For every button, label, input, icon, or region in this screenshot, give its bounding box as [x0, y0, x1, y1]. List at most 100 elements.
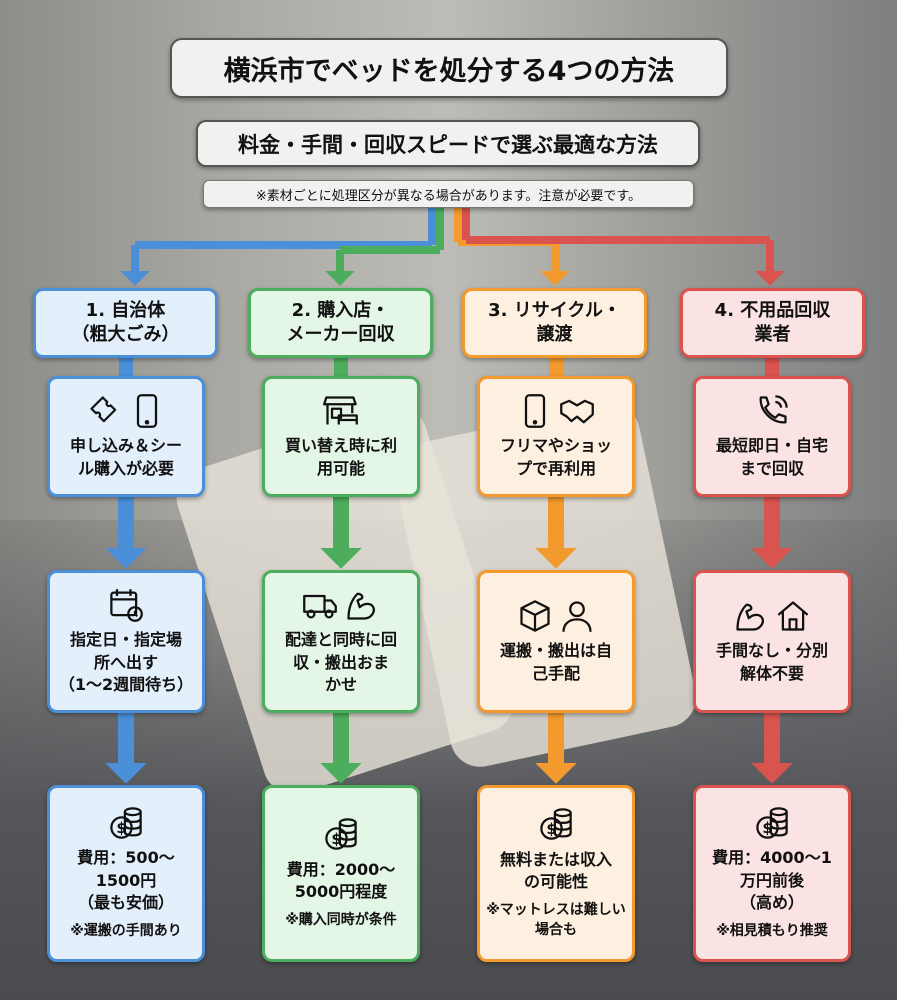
page-title: 横浜市でベッドを処分する4つの方法	[170, 38, 728, 98]
icon-row	[751, 393, 793, 435]
icon-row	[84, 393, 168, 435]
header-line: メーカー回収	[286, 324, 395, 345]
step-box: 配達と同時に回収・搬出おまかせ	[262, 570, 420, 713]
step-text: 申し込み＆シー	[69, 436, 182, 456]
icon-row: $	[105, 805, 147, 847]
step-text: 用可能	[316, 458, 365, 478]
step-text: フリマやショッ	[499, 436, 612, 456]
step-text: かせ	[324, 674, 357, 694]
coins-icon: $	[110, 807, 142, 839]
header-line: 2. 購入店・	[291, 299, 390, 321]
icon-row	[105, 587, 147, 629]
svg-text:$: $	[116, 820, 126, 837]
coins-icon: $	[540, 808, 572, 841]
step-text: まで回収	[739, 458, 804, 478]
cost-note: ※相見積もり推奨	[716, 923, 828, 940]
cost-box: $ 費用：2000〜5000円程度 ※購入同時が条件	[262, 785, 420, 962]
method-header-2: 2. 購入店・メーカー回収	[248, 288, 433, 358]
step-text: （1〜2週間待ち）	[58, 674, 194, 694]
step-text: プで再利用	[515, 458, 596, 478]
svg-text:$: $	[546, 821, 556, 838]
arrow-down-icon	[535, 547, 577, 569]
icon-row	[514, 598, 598, 640]
caution-note: ※素材ごとに処理区分が異なる場合があります。注意が必要です。	[203, 180, 694, 208]
icon-row: $	[535, 806, 577, 848]
step-box: 買い替え時に利用可能	[262, 376, 420, 497]
cost-box: $無料または収入の可能性※マットレスは難しい場合も	[477, 785, 635, 962]
arrow-down-icon	[105, 762, 147, 784]
icon-row	[320, 393, 362, 435]
step-text: 5000円程度	[294, 881, 388, 901]
step-box: フリマやショップで再利用	[477, 376, 635, 497]
step-box: 指定日・指定場所へ出す（1〜2週間待ち）	[47, 570, 205, 713]
arrow-down-icon	[325, 270, 355, 286]
step-text: 買い替え時に利	[284, 436, 397, 456]
icon-row	[299, 587, 383, 629]
step-text: 配達と同時に回	[284, 630, 397, 650]
icon-row	[514, 393, 598, 435]
arrow-down-icon	[755, 270, 785, 286]
step-text: 最短即日・自宅	[715, 436, 828, 456]
cost-note: ※購入同時が条件	[285, 912, 397, 929]
muscle-icon	[347, 592, 375, 620]
step-box: 運搬・搬出は自己手配	[477, 570, 635, 713]
step-box: 申し込み＆シール購入が必要	[47, 376, 205, 497]
smartphone-icon	[136, 394, 158, 428]
step-text: 費用：4000〜1	[712, 848, 832, 868]
cost-note: ※マットレスは難しい場合も	[486, 902, 626, 939]
box-icon	[520, 600, 550, 632]
house-icon	[777, 601, 809, 631]
step-text: 所へ出す	[93, 652, 158, 672]
step-box: 最短即日・自宅まで回収	[693, 376, 851, 497]
icon-row	[730, 598, 814, 640]
method-header-4: 4. 不用品回収業者	[680, 288, 865, 358]
calendar-clock-icon	[110, 588, 143, 622]
method-header-1: 1. 自治体 （粗大ごみ）	[33, 288, 218, 358]
truck-icon	[303, 594, 337, 619]
ticket-icon	[90, 396, 117, 423]
coins-icon: $	[756, 807, 788, 839]
arrow-down-icon	[540, 270, 570, 286]
step-text: 費用：2000〜	[286, 859, 396, 879]
person-icon	[562, 601, 592, 632]
step-text: 指定日・指定場	[69, 630, 182, 650]
step-text: 費用：500〜	[77, 848, 175, 868]
cost-note: ※運搬の手間あり	[70, 923, 182, 940]
subtitle: 料金・手間・回収スピードで選ぶ最適な方法	[196, 120, 700, 167]
step-text: 1500円	[95, 870, 157, 890]
step-text: 解体不要	[739, 663, 804, 683]
arrow-down-icon	[320, 762, 362, 784]
cost-box: $ 費用：500〜1500円 （最も安価） ※運搬の手間あり	[47, 785, 205, 962]
muscle-icon	[736, 603, 764, 631]
coins-icon: $	[325, 818, 357, 850]
step-text: 収・搬出おま	[292, 652, 389, 672]
step-text: （最も安価）	[77, 893, 174, 913]
arrow-down-icon	[120, 270, 150, 286]
icon-row: $	[751, 805, 793, 847]
header-line: 1. 自治体	[85, 299, 166, 321]
phone-call-icon	[759, 395, 788, 424]
header-line: （粗大ごみ）	[71, 324, 180, 345]
header-line: 3. リサイクル・	[488, 299, 621, 321]
step-text: 手間なし・分別	[715, 641, 828, 661]
header-line: 業者	[754, 324, 791, 345]
svg-text:$: $	[762, 820, 772, 837]
step-text: 己手配	[531, 663, 580, 683]
step-text: 無料または収入	[499, 849, 612, 869]
icon-row: $	[320, 816, 362, 858]
arrow-down-icon	[535, 762, 577, 784]
arrow-down-icon	[751, 762, 793, 784]
method-header-3: 3. リサイクル・譲渡	[462, 288, 647, 358]
header-line: 譲渡	[536, 324, 573, 345]
arrow-down-icon	[751, 547, 793, 569]
arrow-down-icon	[105, 547, 147, 569]
step-box: 手間なし・分別解体不要	[693, 570, 851, 713]
header-line: 4. 不用品回収	[714, 299, 831, 321]
smartphone-icon	[524, 394, 546, 428]
handshake-icon	[560, 399, 594, 424]
store-bed-icon	[323, 396, 358, 425]
step-text: 万円前後	[739, 870, 804, 890]
step-text: （高め）	[739, 893, 804, 913]
